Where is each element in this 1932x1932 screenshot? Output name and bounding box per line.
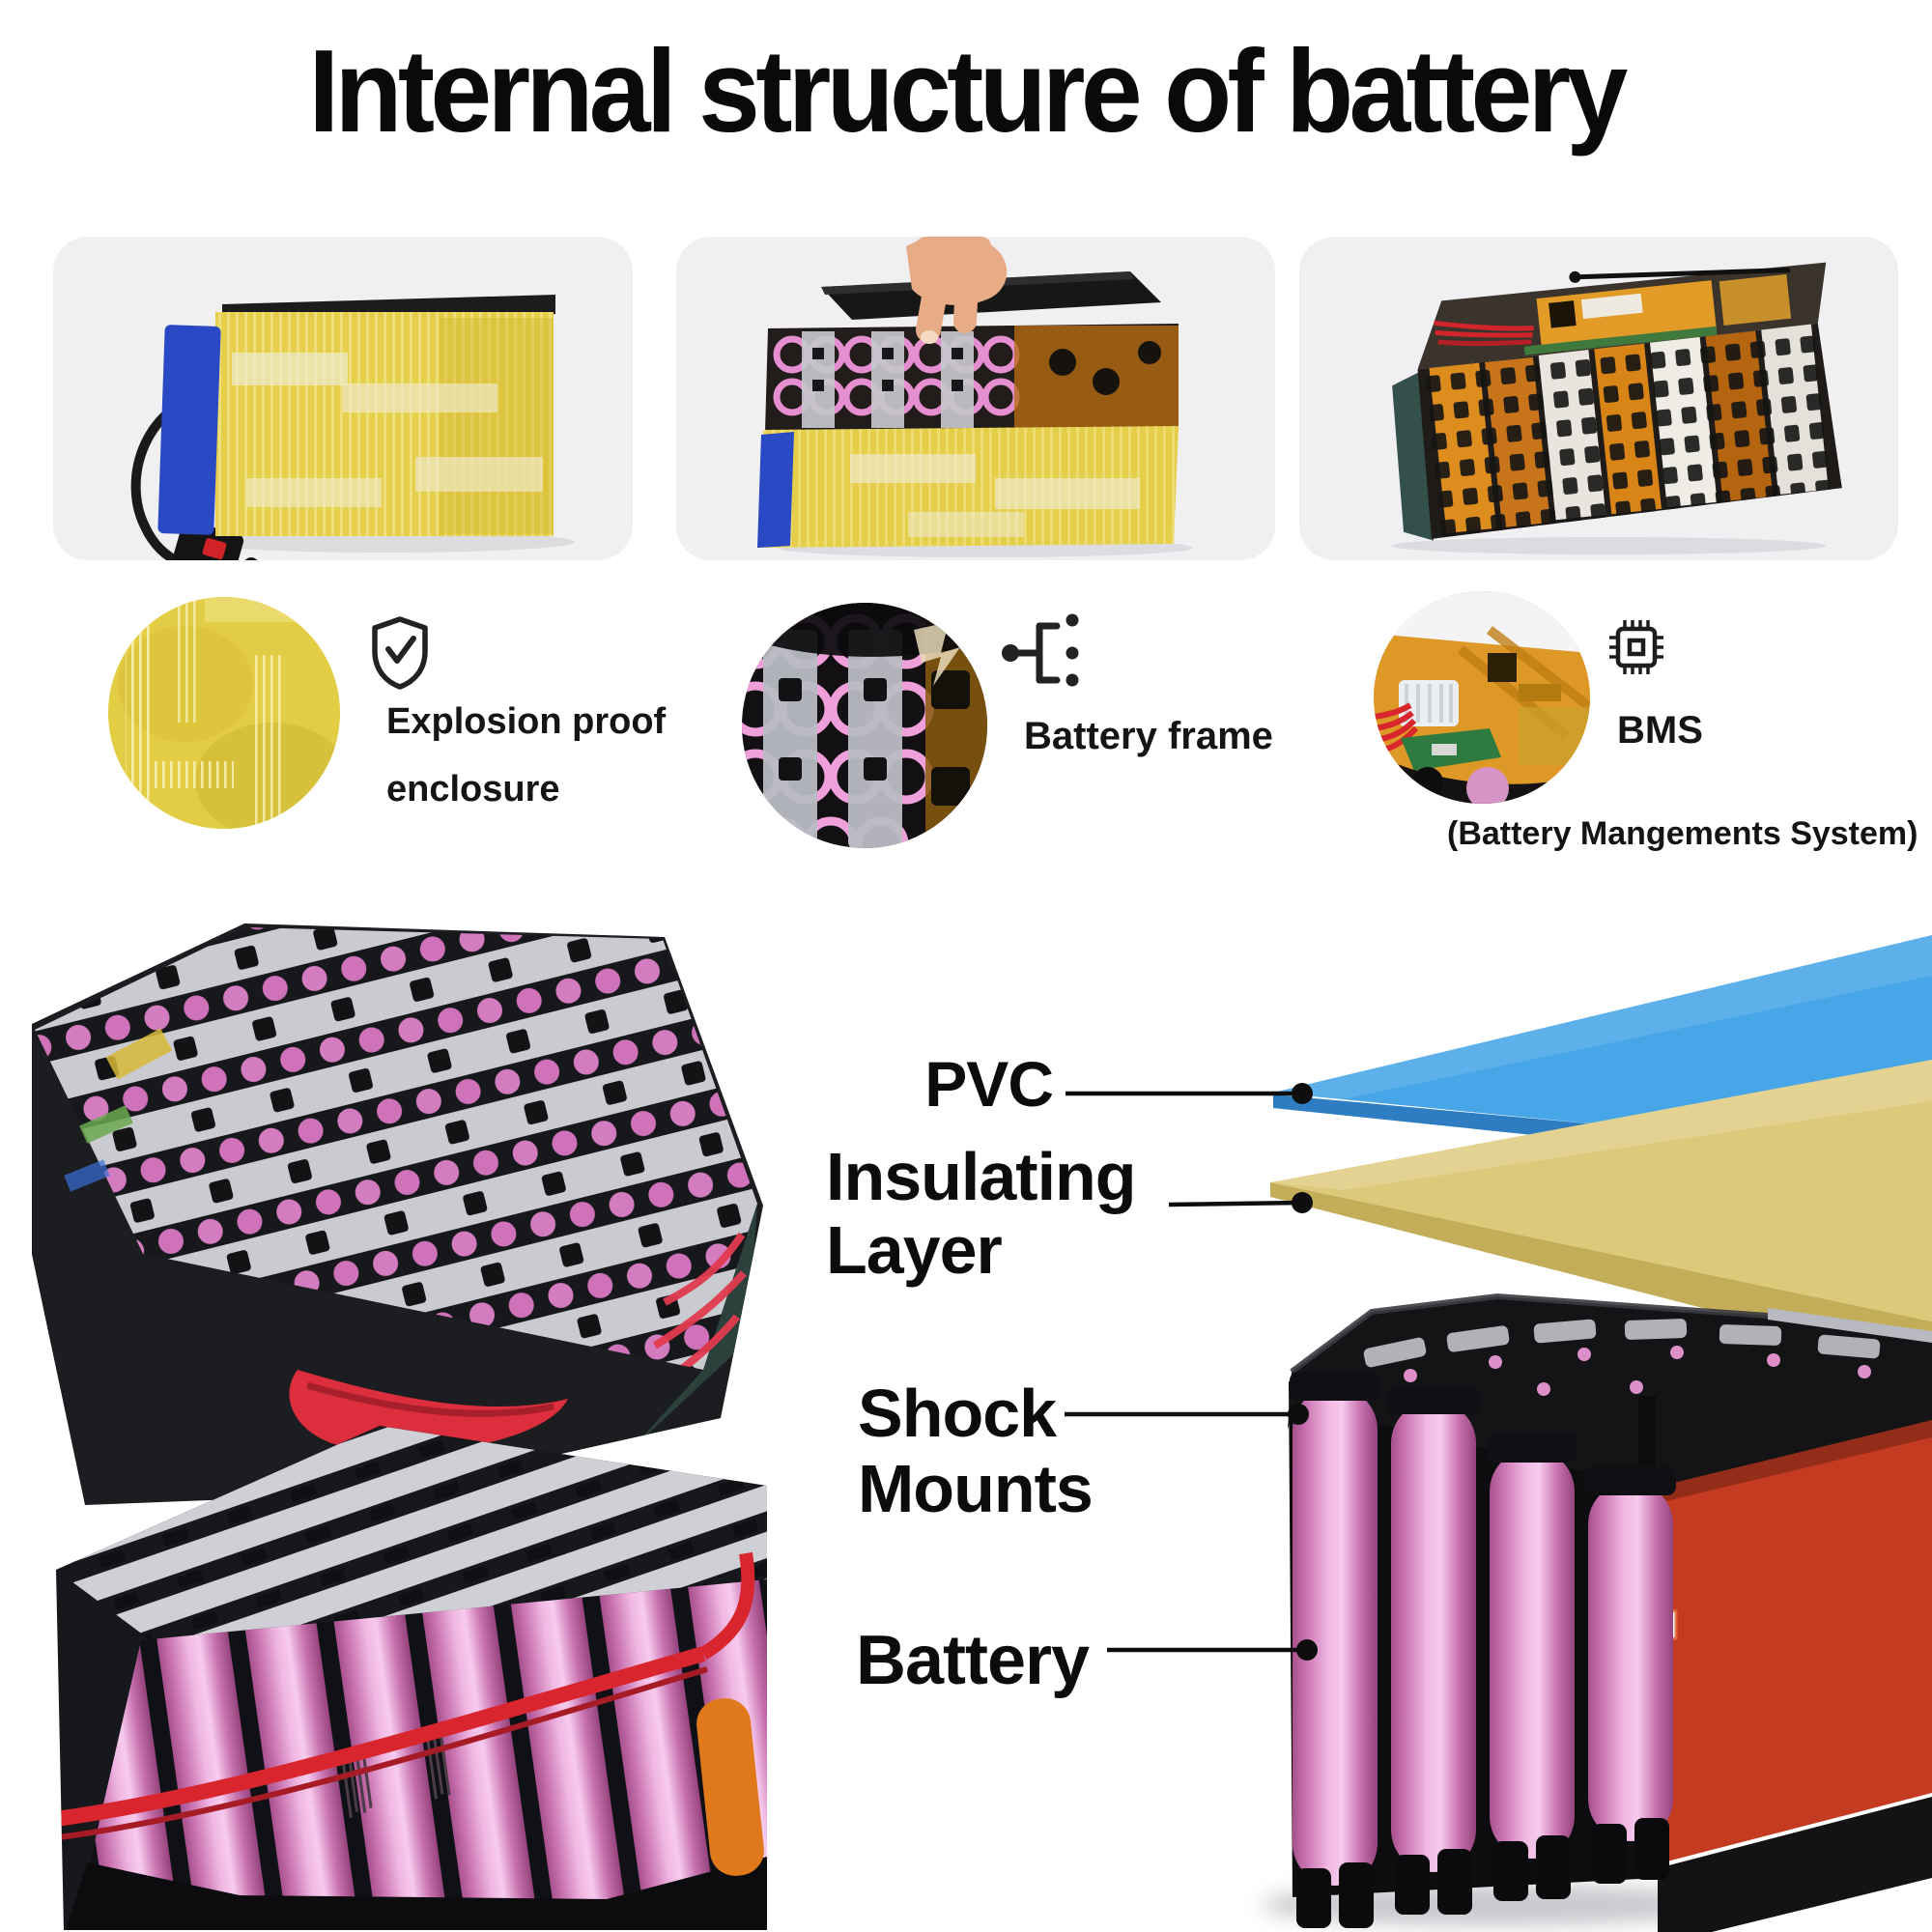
label-insulating-line1: Insulating	[826, 1139, 1137, 1214]
feature-explosion-line2: enclosure	[386, 769, 560, 810]
photo-cells-side-view	[27, 1410, 769, 1932]
photo-battery-pack-taped	[53, 237, 633, 560]
page-title: Internal structure of battery	[308, 25, 1628, 156]
feature-explosion-line1: Explosion proof	[386, 701, 667, 742]
photo-battery-pack-internals	[1299, 237, 1898, 560]
label-shock-line2: Mounts	[858, 1451, 1094, 1526]
label-insulating-line2: Layer	[826, 1212, 1003, 1288]
feature-bms-label: BMS	[1617, 709, 1703, 752]
photo-pack-top-view	[27, 916, 769, 1511]
pvc-leader-dot	[1292, 1083, 1313, 1104]
photo-circle-battery-frame	[742, 603, 987, 848]
battery-leader-dot	[1296, 1639, 1318, 1661]
bms-closeup	[1374, 591, 1590, 804]
feature-frame-label: Battery frame	[1024, 715, 1273, 757]
enclosure-closeup	[108, 597, 340, 829]
photo-battery-pack-opened	[676, 237, 1275, 560]
battery-frame-icon	[1001, 612, 1086, 694]
label-shock-mounts: Shock Mounts	[858, 1376, 1094, 1526]
battery-frame-closeup	[742, 603, 987, 848]
diagram-exploded-pack	[1043, 927, 1932, 1932]
label-shock-line1: Shock	[858, 1376, 1057, 1451]
bms-chip-icon	[1607, 618, 1665, 676]
opened-pack-illustration	[757, 237, 1193, 557]
taped-pack-illustration	[130, 295, 575, 560]
label-battery: Battery	[856, 1622, 1090, 1699]
shield-check-icon	[370, 614, 430, 692]
photo-circle-bms	[1374, 591, 1590, 804]
bms-caption: (Battery Mangements System)	[1447, 815, 1918, 852]
feature-explosion-label: Explosion proof enclosure	[386, 688, 666, 823]
label-insulating-layer: Insulating Layer	[826, 1139, 1137, 1288]
shock-leader-dot	[1288, 1404, 1309, 1425]
photo-circle-enclosure	[108, 597, 340, 829]
label-pvc: PVC	[924, 1048, 1054, 1120]
insulating-leader-dot	[1292, 1192, 1313, 1213]
internals-pack-illustration	[1391, 262, 1842, 554]
